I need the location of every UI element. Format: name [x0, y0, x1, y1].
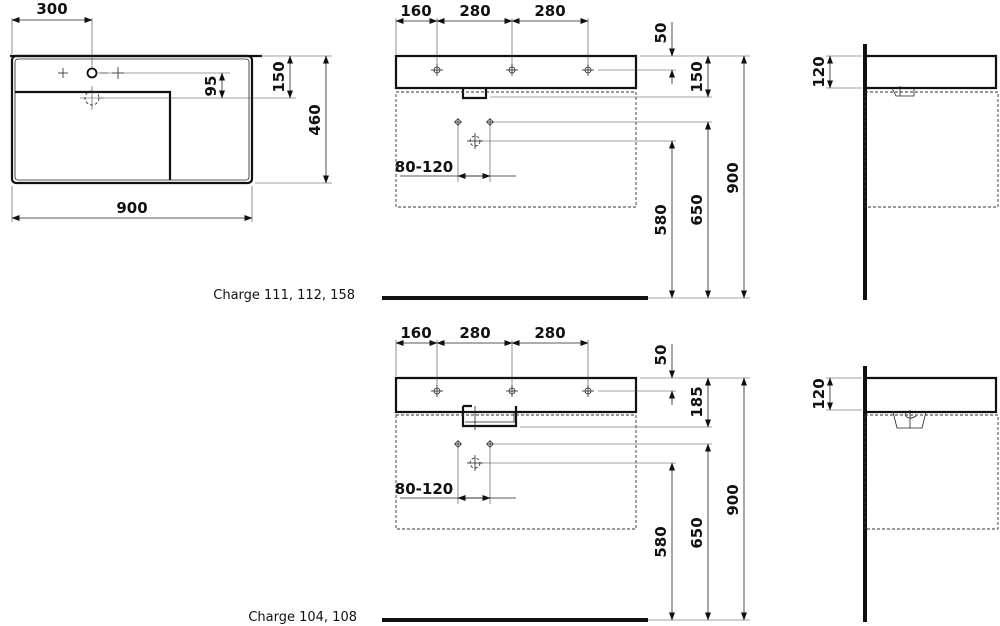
front-view-2: 160 280 280 50 185 80-120 580 650 900 Ch…	[248, 324, 750, 625]
dim-50-label: 50	[652, 23, 670, 44]
dim-900-label: 900	[116, 199, 147, 217]
dim-80-120-label: 80-120	[395, 158, 453, 176]
tap-hole-icon	[431, 64, 594, 76]
dim-160-label: 160	[400, 324, 431, 342]
dim-280b-label: 280	[534, 324, 565, 342]
dim-150-label: 150	[688, 61, 706, 92]
basin-front-2	[394, 376, 638, 414]
tap-hole-icon	[431, 385, 594, 397]
wall-connection-icon	[454, 118, 494, 149]
basin-outline	[10, 54, 254, 185]
vanity-side-2	[864, 414, 999, 530]
dim-150-label: 150	[270, 61, 288, 92]
dim-650-label: 650	[688, 194, 706, 225]
dim-120-label: 120	[810, 56, 828, 87]
dim-900-label: 900	[724, 162, 742, 193]
dim-280b-label: 280	[534, 2, 565, 20]
dim-900-label: 900	[724, 484, 742, 515]
vanity-outline-1	[395, 91, 637, 208]
dim-185-label: 185	[688, 386, 706, 417]
caption-1: Charge 111, 112, 158	[213, 288, 355, 303]
dim-280a-label: 280	[459, 324, 490, 342]
bowl-outline	[15, 90, 172, 180]
dim-120-label: 120	[810, 378, 828, 409]
dim-80-120-label: 80-120	[395, 480, 453, 498]
side-view-1: 120	[810, 44, 999, 300]
caption-2: Charge 104, 108	[248, 610, 357, 625]
dim-300-label: 300	[36, 0, 67, 18]
vanity-outline-2	[395, 414, 637, 530]
basin-side-1	[865, 54, 998, 90]
dim-280a-label: 280	[459, 2, 490, 20]
wall-connection-icon	[454, 440, 494, 471]
front-view-1: 160 280 280 50 150 80-120 580 650 900 Ch…	[213, 2, 750, 303]
dim-95-label: 95	[202, 76, 220, 97]
dim-580-label: 580	[652, 204, 670, 235]
dim-460-label: 460	[306, 104, 324, 135]
basin-side-2	[865, 376, 998, 414]
basin-front-1	[394, 54, 638, 90]
top-view: 300 900 150 95 460	[10, 0, 332, 222]
dim-50-label: 50	[652, 345, 670, 366]
side-view-2: 120	[810, 366, 999, 622]
vanity-side-1	[864, 91, 999, 208]
dim-580-label: 580	[652, 526, 670, 557]
dim-160-label: 160	[400, 2, 431, 20]
dim-650-label: 650	[688, 517, 706, 548]
